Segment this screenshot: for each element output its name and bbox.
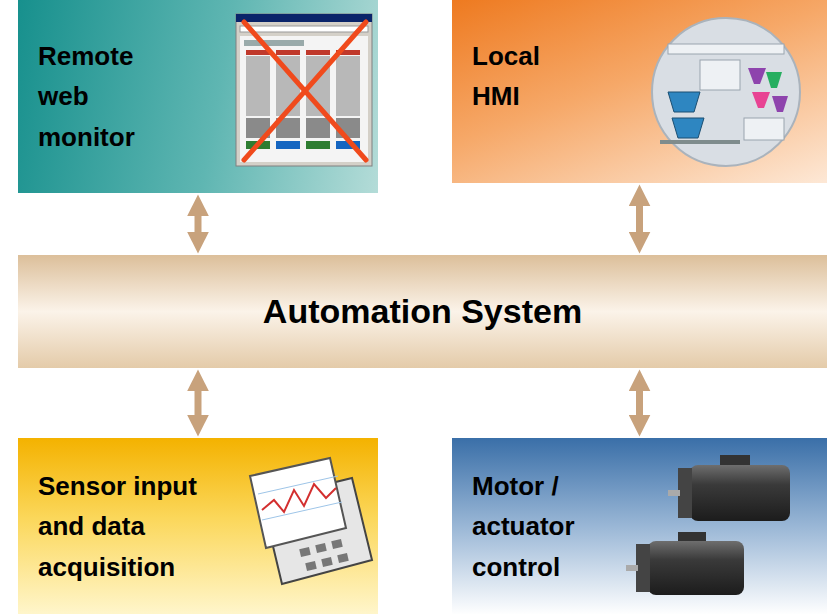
component-box: Sensor input and data acquisition — [18, 438, 378, 614]
red-cross — [244, 22, 366, 160]
component-box: Motor / actuator control — [452, 438, 827, 614]
system-band: Automation System — [18, 255, 827, 368]
band-title: Automation System — [263, 285, 582, 338]
box-label: Sensor input and data acquisition — [38, 466, 238, 587]
web-screenshot — [236, 14, 372, 166]
double-arrow — [195, 212, 202, 236]
motor-icon — [626, 532, 744, 595]
box-label: Remote web monitor — [38, 36, 183, 157]
chart-recorder-icon — [250, 458, 372, 584]
red-cross — [244, 22, 366, 160]
double-arrow — [636, 202, 643, 236]
double-arrow — [636, 387, 643, 419]
box-label: Local HMI — [472, 36, 572, 117]
component-box: Local HMI — [452, 0, 827, 183]
motor-icon — [668, 455, 790, 521]
hmi-picture — [652, 18, 800, 166]
component-box: Remote web monitor — [18, 0, 378, 193]
box-label: Motor / actuator control — [472, 466, 612, 587]
double-arrow — [195, 387, 202, 419]
